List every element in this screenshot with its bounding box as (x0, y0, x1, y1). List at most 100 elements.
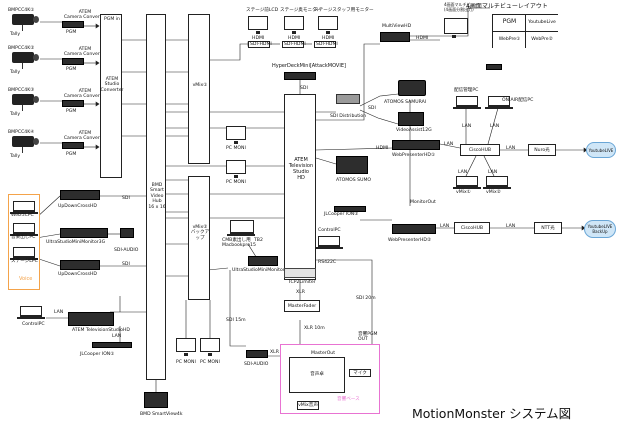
multiview-label: MultiViewHD (382, 24, 412, 29)
voice-area: Web①LPC 音楽出しPC ステージLPC Voice (8, 194, 40, 290)
camera-icon (12, 52, 39, 63)
mic-box: マイク (349, 369, 371, 377)
xlr10-label: XLR 10m (304, 326, 325, 331)
camera-icon (12, 14, 39, 25)
tripod-icon (22, 105, 23, 111)
cisco-hub-1: CiscoHUB (460, 144, 500, 156)
hub-label: BMD Smart Video Hub 16 x 16 (148, 183, 166, 210)
webpresenter-1-label: WebPresenterHD① (392, 153, 436, 158)
camera-label: BMPCC4K③ (8, 88, 35, 93)
converter-label: ATEM Camera Converter (63, 47, 107, 58)
multiview-monitor-icon (444, 18, 468, 38)
camera-converter-device (62, 100, 84, 107)
tcp-limiter-device (284, 268, 316, 278)
pc-monitor-icon (200, 338, 220, 356)
mic-label: マイク (353, 371, 367, 376)
sdi-hdmi-label: SDI-HDMI (284, 42, 306, 47)
tripod-icon (22, 63, 23, 69)
lan-label: LAN (490, 124, 500, 129)
pgm-label: PGM (66, 67, 77, 72)
layout-cell-label: WebPre① (498, 37, 521, 42)
pc-monitor-icon (226, 160, 246, 178)
cisco-hub-label: CiscoHUB (460, 226, 484, 231)
jlcooper-1-label: JLCooper ION① (80, 352, 115, 357)
page-title: MotionMonster システム図 (412, 406, 572, 421)
stage-lcd-icon (248, 16, 268, 34)
pgm-label: PGM (66, 30, 77, 35)
multiview-device (380, 32, 410, 42)
layout-cell-label: YoutubeLive (528, 20, 556, 25)
tally-label: Tally (10, 32, 21, 37)
camera-converter-device (62, 21, 84, 28)
smartview-label: BMD SmartView4k (140, 412, 183, 417)
tally-label: Tally (10, 112, 21, 117)
stage-back-monitor-label: ステージ奥モニター (280, 8, 322, 13)
pgm-label: PGM (66, 152, 77, 157)
sdi-audio-2-label: SDI-AUDIO (114, 248, 139, 253)
vmix-1-laptop-icon (453, 176, 481, 189)
updowncross-2-label: UpDownCrossHD (58, 272, 97, 277)
youtube-backup-label: YoutubeLIVE BackUp (587, 224, 613, 235)
onair-pc-label: ON AIR配信PC (502, 98, 534, 103)
hdmi-label: HDMI (416, 36, 429, 41)
monitor-out-label: MonitorOut (410, 200, 436, 205)
onair-pc-icon (485, 96, 513, 109)
studio-converter-label: ATEM Studio Converter (100, 77, 124, 93)
jlcooper-2-label: JLCooper ION② (324, 212, 359, 217)
control-pc-label: ControlPC (318, 228, 341, 233)
voice-laptop-icon (10, 247, 38, 260)
camera-label: BMPCC4K② (8, 46, 35, 51)
ntt-box: NTT光 (534, 222, 562, 234)
lan-label: LAN (444, 142, 454, 147)
sdi-hdmi-converter: SDI-HDMI (248, 41, 272, 48)
vmix-2-box: vMix② バックア ップ (188, 176, 210, 300)
converter-label: ATEM Camera Converter (63, 89, 107, 100)
sdi-hdmi-converter: SDI-HDMI (282, 41, 306, 48)
webcast-pc-icon (453, 96, 481, 109)
converter-label: ATEM Camera Converter (63, 10, 107, 21)
voice-item-label: Web①LPC (11, 213, 34, 218)
youtube-live-label: YoutubeLIVE (588, 148, 614, 153)
lan-label: LAN (458, 170, 468, 175)
lan-label: LAN (462, 124, 472, 129)
sound-pgm-out-label: 音響PGM OUT (358, 332, 378, 343)
camera-icon (12, 136, 39, 147)
smart-video-hub: BMD Smart Video Hub 16 x 16 (146, 14, 166, 380)
vmix-small-1-label: vMix① (456, 190, 471, 195)
camera-label: BMPCC4K④ (8, 130, 35, 135)
pgm-label: PGM (66, 109, 77, 114)
camera-converter-device (62, 58, 84, 65)
ultrastudio-3g-device (60, 228, 108, 238)
audio-mixer-box: 音声卓 (289, 357, 345, 393)
pc-monitor-icon (176, 338, 196, 356)
layout-header: 4画面マルチビューレイアウト (466, 3, 548, 10)
nuro-box: Nuro光 (528, 144, 556, 156)
atomos-sumo-label: ATOMOS SUMO (336, 178, 372, 183)
sdi-distribution-label: SDI Distribution (330, 114, 367, 119)
pc-moni-label: PC MONI (200, 360, 220, 365)
master-fader-label: MasterFader (287, 304, 317, 309)
hdmi-label: HDMI (288, 36, 301, 41)
layout-cell-youtube: YoutubeLive (526, 15, 558, 32)
small-converter-device (120, 228, 134, 238)
hdmi-label: HDMI (252, 36, 265, 41)
hyperdeck-device (284, 72, 316, 80)
pc-moni-label: PC MONI (226, 146, 246, 151)
sdi-label: SDI (300, 86, 308, 91)
sdi-audio-device (246, 350, 268, 358)
vmix-1-label: vMix① (192, 83, 208, 88)
voice-title: Voice (19, 276, 33, 282)
ultrastudio-monitor-device (248, 256, 278, 266)
layout-cell-label: WebPre② (531, 37, 553, 42)
layout-cell-pgm: PGM (493, 15, 526, 32)
tripod-icon (22, 147, 23, 153)
master-fader: MasterFader (284, 300, 320, 312)
voice-item-label: 音楽出しPC (11, 235, 36, 240)
atem-tv-studio-hd-device (68, 312, 114, 326)
jlcooper-1-device (92, 342, 132, 348)
jlcooper-2-device (334, 206, 366, 212)
lan-label: LAN (54, 310, 64, 315)
cisco-hub-label: CiscoHUB (468, 148, 492, 153)
ntt-label: NTT光 (541, 226, 555, 231)
